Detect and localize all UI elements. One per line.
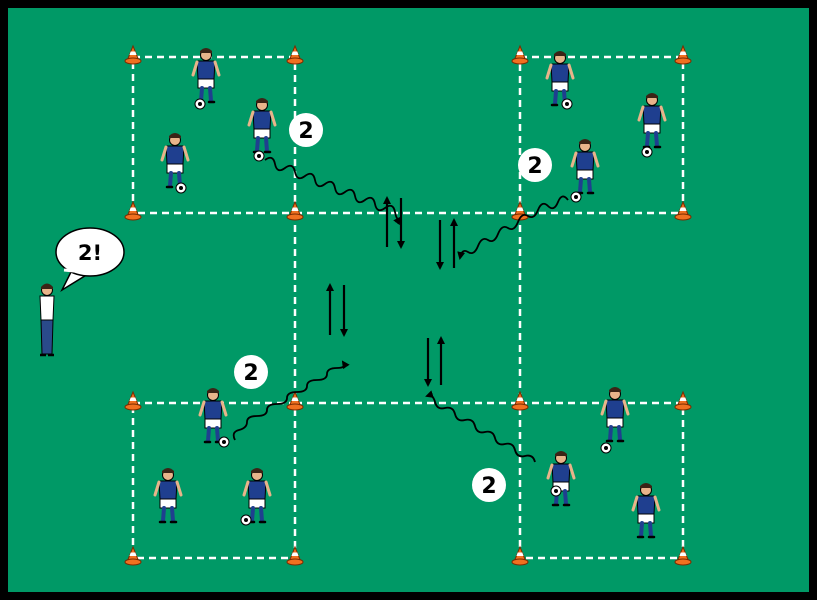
ball-icon [600,442,612,454]
ball-icon [175,182,187,194]
number-badge-label: 2 [481,474,496,499]
ball-icon [561,98,573,110]
ball-icon [194,98,206,110]
number-badge-label: 2 [243,361,258,386]
dribble-path-icon [264,156,402,226]
dribble-paths [232,156,569,463]
number-badge-top-right: 2 [518,148,552,182]
dribble-path-icon [425,390,536,463]
ball-icon [253,150,265,162]
coach-speech-bubble: 2! [55,227,125,293]
number-badge-bottom-left: 2 [234,355,268,389]
coach-speech-text: 2! [78,241,102,265]
ball-icon [570,191,582,203]
ball-icon [240,514,252,526]
number-badge-label: 2 [298,119,313,144]
ball-icon [218,436,230,448]
dribble-path-icon [232,360,350,441]
direction-arrows [326,196,458,387]
ball-icon [641,146,653,158]
dribble-path-icon [457,195,569,260]
coach-figure-icon [39,283,55,357]
number-badge-top-left: 2 [289,113,323,147]
number-badge-label: 2 [527,154,542,179]
ball-icon [550,485,562,497]
number-badge-bottom-right: 2 [472,468,506,502]
